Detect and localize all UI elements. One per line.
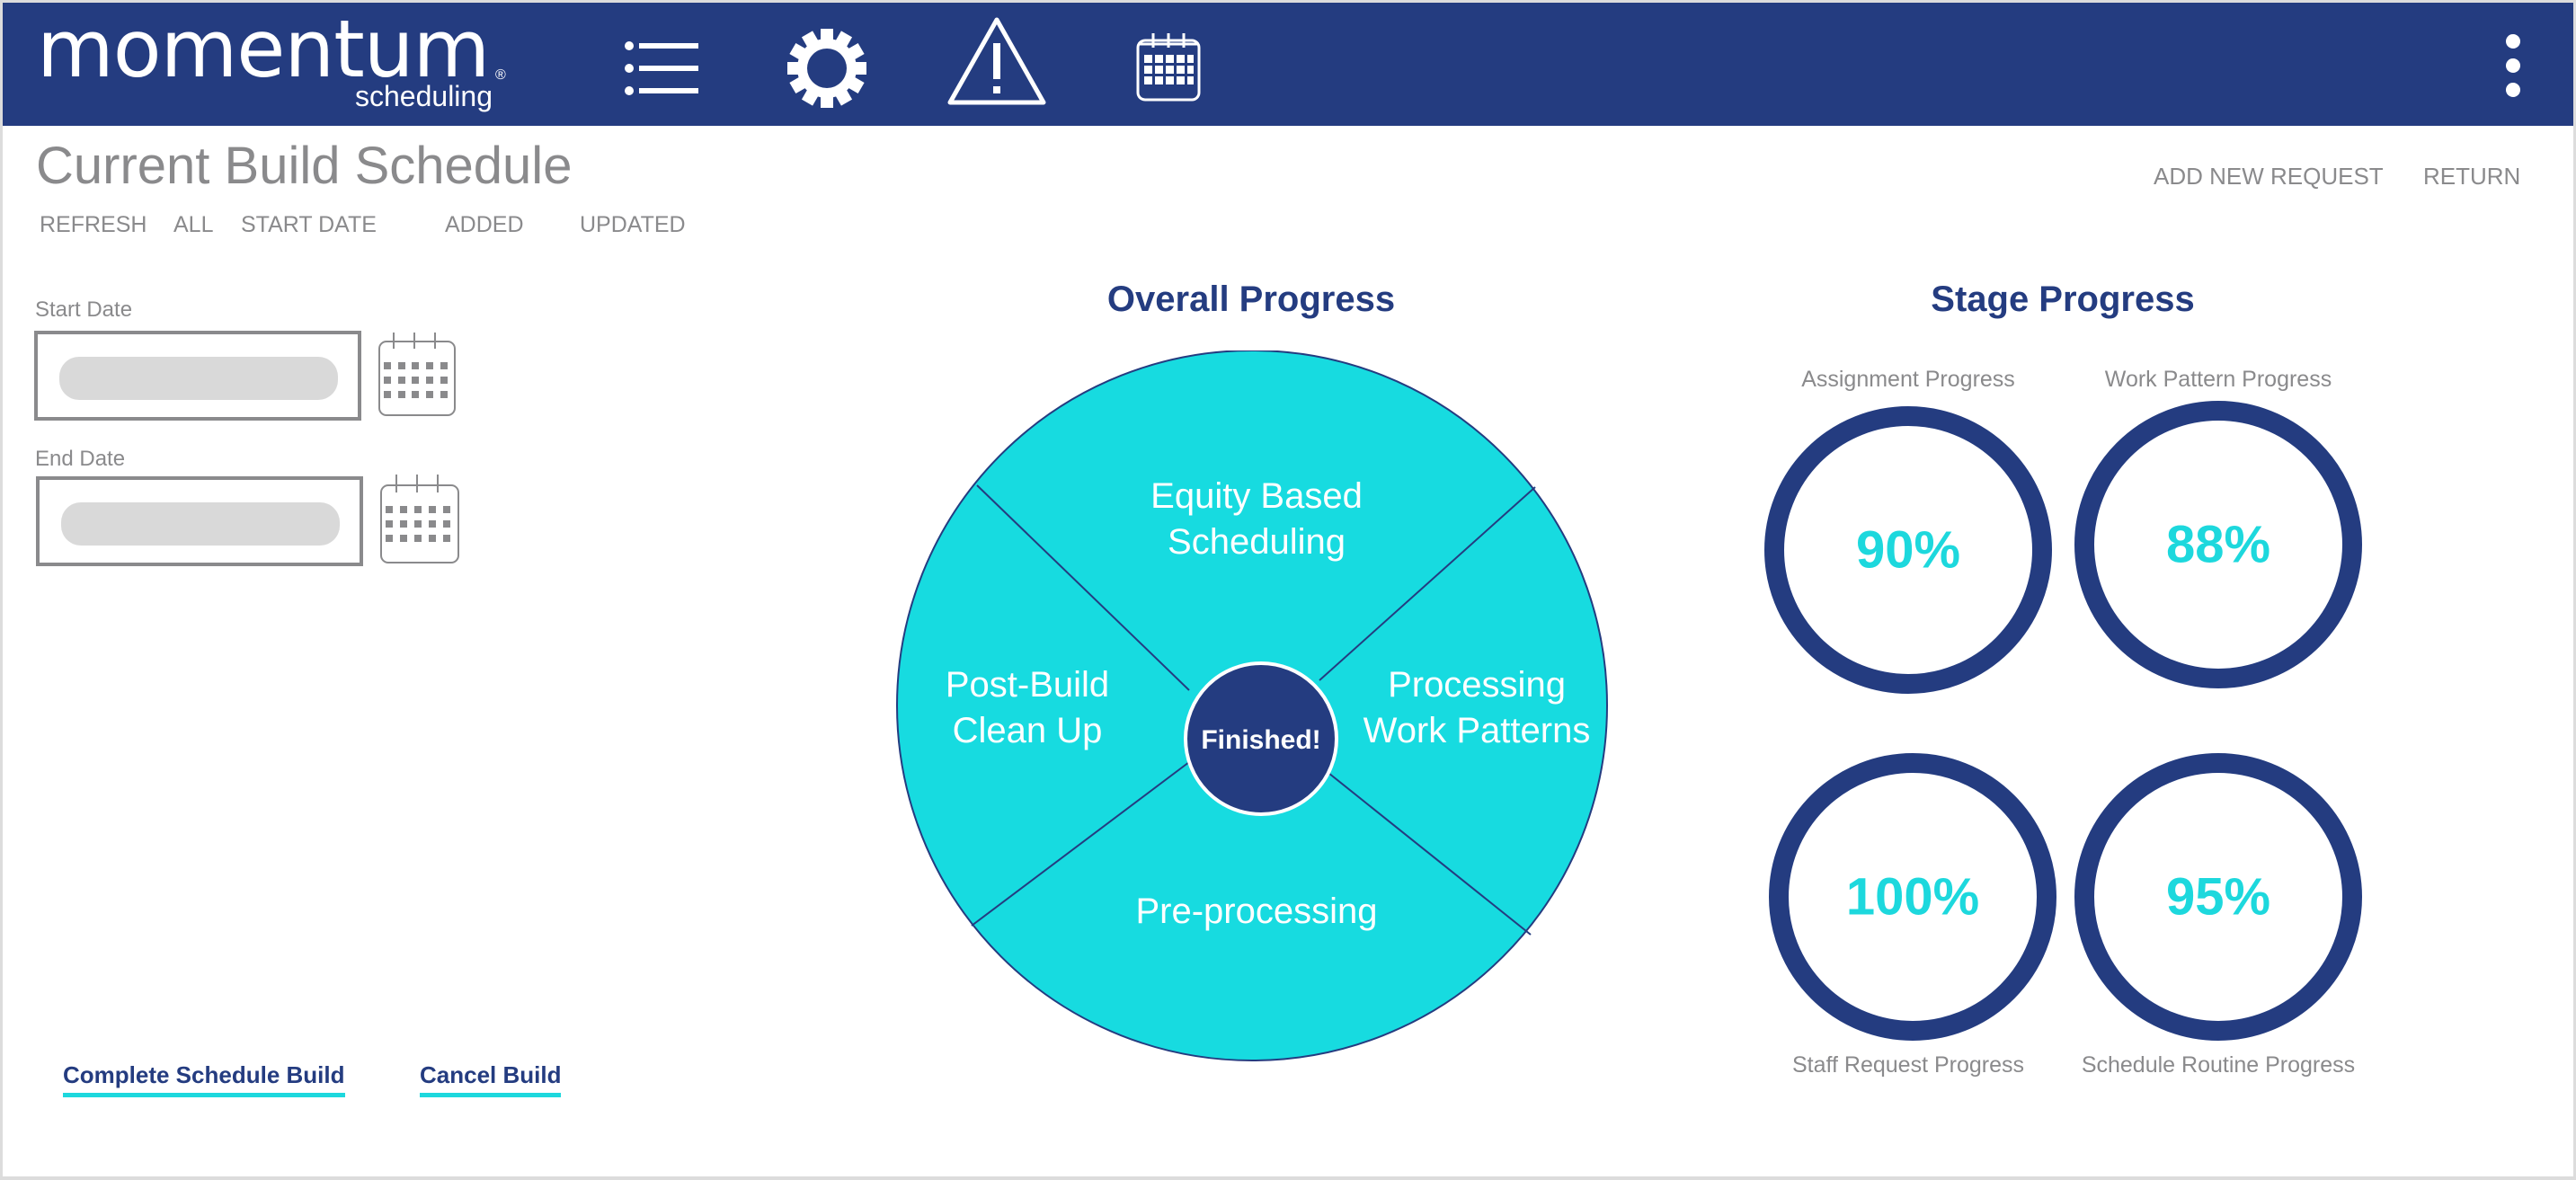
warning-icon[interactable] — [946, 16, 1047, 112]
start-date-input[interactable] — [34, 331, 361, 421]
segment-post-build-clean-up[interactable]: Post-Build Clean Up — [946, 665, 1109, 750]
subnav-all[interactable]: ALL — [173, 212, 214, 237]
finished-label: Finished! — [1201, 725, 1320, 755]
staff-request-progress-label: Staff Request Progress — [1791, 1052, 2025, 1078]
assignment-progress-ring[interactable]: 90% — [1764, 406, 2052, 694]
list-icon[interactable] — [625, 40, 698, 101]
assignment-progress-label: Assignment Progress — [1801, 367, 2015, 392]
divider-line — [976, 484, 1190, 691]
subnav-updated[interactable]: UPDATED — [580, 212, 686, 237]
subnav-start-date[interactable]: START DATE — [241, 212, 377, 237]
divider-line — [971, 761, 1190, 927]
overall-progress-title: Overall Progress — [1106, 279, 1396, 319]
segment-label: Clean Up — [953, 711, 1103, 750]
logo-subtitle: scheduling — [355, 80, 493, 112]
segment-label: Processing — [1388, 665, 1566, 705]
end-date-value — [61, 502, 340, 546]
staff-request-progress-ring[interactable]: 100% — [1769, 753, 2056, 1041]
start-date-value — [59, 357, 338, 400]
cancel-build-link[interactable]: Cancel Build — [420, 1061, 562, 1097]
subnav-refresh[interactable]: REFRESH — [40, 212, 147, 237]
end-date-calendar-icon[interactable] — [379, 475, 460, 569]
staff-request-progress-value: 100% — [1845, 867, 1980, 927]
segment-label: Pre-processing — [1135, 892, 1377, 931]
finished-center-badge[interactable]: Finished! — [1184, 661, 1338, 816]
work-pattern-progress-label: Work Pattern Progress — [2104, 367, 2332, 392]
page-title: Current Build Schedule — [36, 137, 573, 195]
gear-icon[interactable] — [786, 28, 867, 113]
divider-line — [1319, 486, 1536, 681]
kebab-menu-icon[interactable] — [2501, 32, 2525, 103]
subnav-added[interactable]: ADDED — [445, 212, 524, 237]
work-pattern-progress-value: 88% — [2165, 515, 2271, 574]
overall-progress-pie: Equity Based Scheduling Processing Work … — [893, 350, 1612, 1074]
app-frame: momentum ® scheduling — [3, 3, 2573, 1176]
calendar-icon[interactable] — [1135, 31, 1202, 108]
segment-label: Post-Build — [946, 665, 1109, 705]
segment-equity-based-scheduling[interactable]: Equity Based Scheduling — [1150, 476, 1363, 562]
schedule-routine-progress-label: Schedule Routine Progress — [2081, 1052, 2356, 1078]
stage-progress-title: Stage Progress — [1931, 279, 2195, 319]
end-date-input[interactable] — [36, 476, 363, 566]
return-link[interactable]: RETURN — [2423, 163, 2521, 190]
divider-line — [1314, 761, 1532, 936]
segment-label: Scheduling — [1168, 522, 1346, 562]
segment-label: Equity Based — [1150, 476, 1363, 516]
segment-processing-work-patterns[interactable]: Processing Work Patterns — [1364, 665, 1591, 750]
end-date-label: End Date — [35, 447, 126, 471]
logo-wordmark: momentum — [37, 3, 490, 95]
segment-label: Work Patterns — [1364, 711, 1591, 750]
schedule-routine-progress-value: 95% — [2165, 867, 2271, 927]
top-nav-bar: momentum ® scheduling — [3, 3, 2573, 126]
schedule-routine-progress-ring[interactable]: 95% — [2074, 753, 2362, 1041]
start-date-calendar-icon[interactable] — [378, 333, 457, 421]
assignment-progress-value: 90% — [1855, 520, 1961, 580]
logo-registered-mark: ® — [495, 67, 506, 83]
work-pattern-progress-ring[interactable]: 88% — [2074, 401, 2362, 688]
segment-pre-processing[interactable]: Pre-processing — [1135, 892, 1377, 931]
add-new-request-link[interactable]: ADD NEW REQUEST — [2154, 163, 2384, 190]
start-date-label: Start Date — [35, 297, 133, 322]
complete-schedule-build-link[interactable]: Complete Schedule Build — [63, 1061, 345, 1097]
